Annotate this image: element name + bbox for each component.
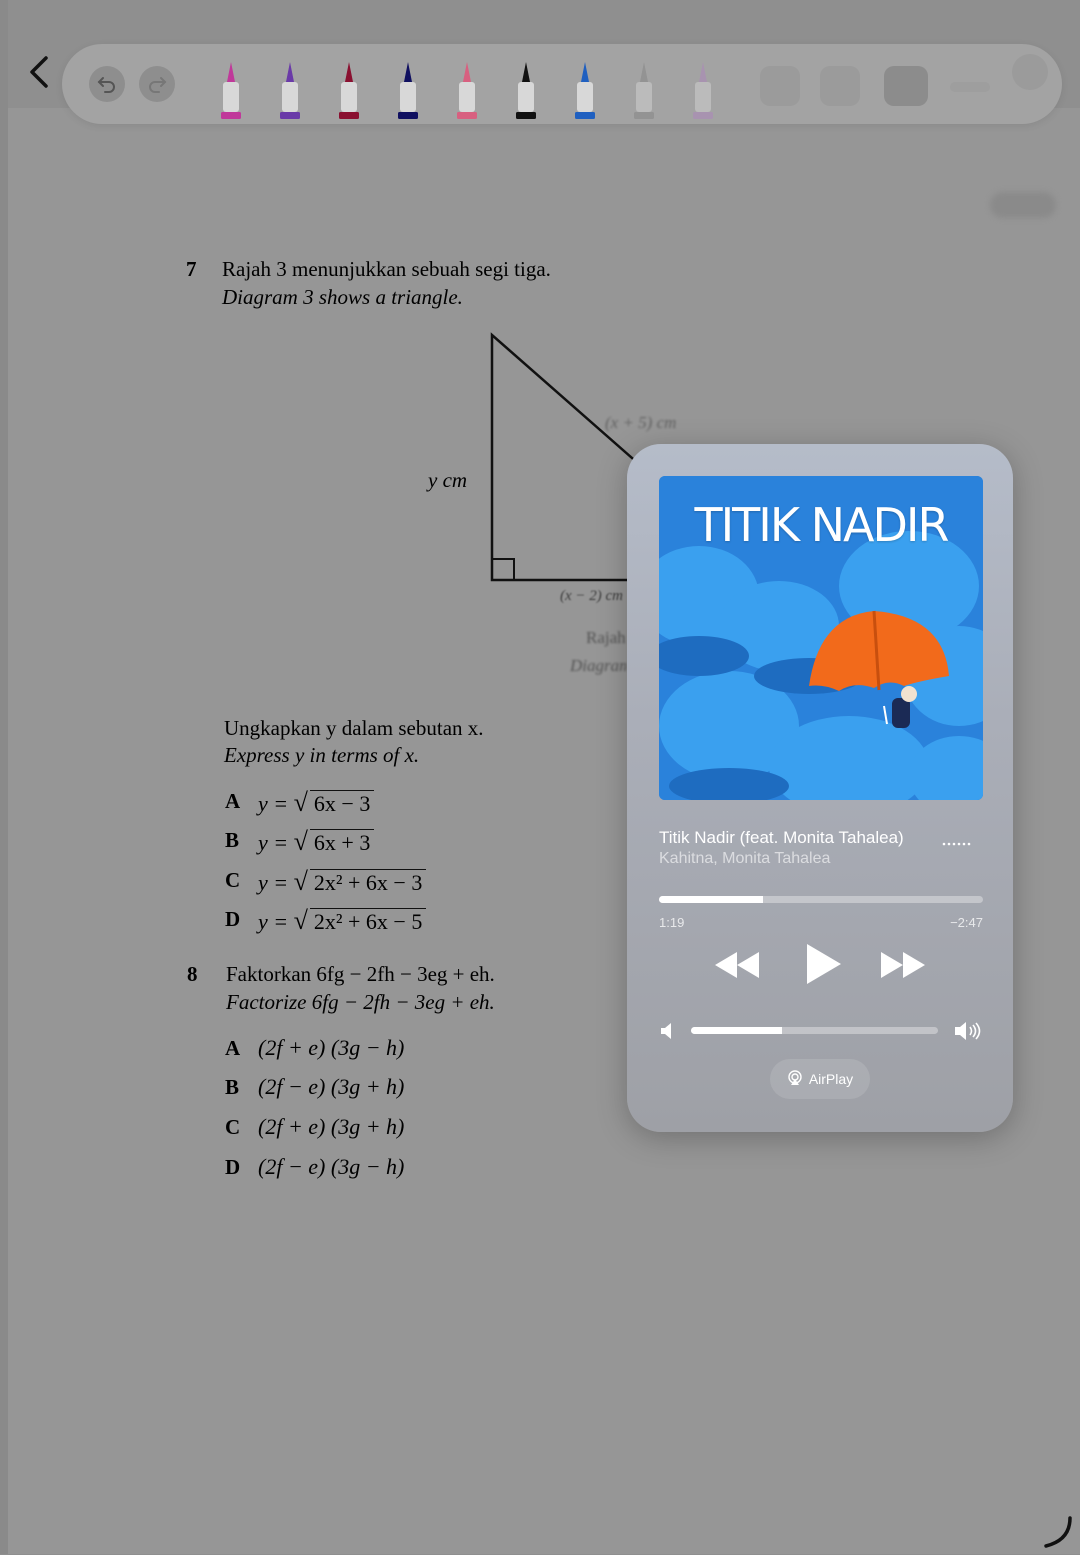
marker-black-icon[interactable] <box>513 60 539 122</box>
album-art[interactable]: TITIK NADIR <box>659 476 983 800</box>
prompt-english: Express y in terms of x. <box>224 743 420 767</box>
speaker-high-icon <box>953 1020 983 1047</box>
option-letter[interactable]: C <box>225 868 241 892</box>
option-letter[interactable]: A <box>225 789 241 813</box>
undo-icon[interactable] <box>89 66 125 102</box>
question-number: 8 <box>187 962 198 986</box>
highlighter-lilac-icon[interactable] <box>690 60 716 122</box>
playback-scrubber[interactable] <box>659 896 983 903</box>
option-letter[interactable]: B <box>225 1075 240 1099</box>
question-text-malay: Faktorkan 6fg − 2fh − 3eg + eh. <box>226 962 495 986</box>
airplay-icon <box>787 1069 803 1089</box>
option-letter[interactable]: D <box>225 907 241 931</box>
question-number: 7 <box>186 257 197 281</box>
option-expression: y = √2x² + 6x − 3 <box>258 867 427 897</box>
prompt-malay: Ungkapkan y dalam sebutan x. <box>224 716 484 740</box>
marker-blue-icon[interactable] <box>572 60 598 122</box>
elapsed-time: 1:19 <box>659 915 685 930</box>
track-artist: Kahitna, Monita Tahalea <box>659 850 831 867</box>
left-margin <box>0 0 8 1554</box>
airplay-button[interactable]: AirPlay <box>770 1059 870 1099</box>
option-expression: y = √6x + 3 <box>258 827 375 857</box>
remaining-time: −2:47 <box>950 915 983 930</box>
question-text-english: Factorize 6fg − 2fh − 3eg + eh. <box>226 990 495 1014</box>
page-indicator <box>990 192 1056 218</box>
pen-navy-icon[interactable] <box>395 60 421 122</box>
option-expression: (2f − e) (3g + h) <box>258 1074 405 1099</box>
option-letter[interactable]: B <box>225 828 240 852</box>
color-swatch[interactable] <box>950 82 990 92</box>
ruler-tool[interactable] <box>884 66 928 106</box>
more-dots-icon[interactable] <box>941 840 971 848</box>
playback-progress-fill <box>659 896 763 903</box>
option-expression: y = √6x − 3 <box>258 788 375 818</box>
volume-fill <box>691 1027 783 1034</box>
play-icon[interactable] <box>803 942 843 991</box>
now-playing-widget[interactable]: TITIK NADIR Titik Nadir (feat. Monita Ta… <box>627 444 1013 1132</box>
eraser-tool[interactable] <box>760 66 800 106</box>
volume-slider[interactable] <box>691 1027 938 1034</box>
side-label-y: y cm <box>428 468 468 492</box>
question-text-english: Diagram 3 shows a triangle. <box>222 285 463 309</box>
option-letter[interactable]: C <box>225 1115 241 1139</box>
triangle-diagram <box>490 332 640 582</box>
fast-forward-icon[interactable] <box>879 948 927 987</box>
pen-purple-icon[interactable] <box>277 60 303 122</box>
question-text-malay: Rajah 3 menunjukkan sebuah segi tiga. <box>222 257 551 281</box>
track-title: Titik Nadir (feat. Monita Tahalea) <box>659 828 904 847</box>
side-label-base: (x − 2) cm <box>560 588 624 604</box>
pencil-gray-icon[interactable] <box>631 60 657 122</box>
more-tools-icon[interactable] <box>1012 54 1048 90</box>
fountain-pen-icon[interactable] <box>218 60 244 122</box>
option-letter[interactable]: A <box>225 1036 241 1060</box>
side-label-hypotenuse: (x + 5) cm <box>605 413 677 432</box>
option-expression: (2f + e) (3g + h) <box>258 1114 405 1139</box>
option-expression: (2f + e) (3g − h) <box>258 1035 405 1060</box>
pen-pink-icon[interactable] <box>454 60 480 122</box>
page-curl-icon[interactable] <box>1040 1514 1076 1550</box>
album-art-title: TITIK NADIR <box>694 498 950 552</box>
option-expression: (2f − e) (3g − h) <box>258 1154 405 1179</box>
chevron-left-icon[interactable] <box>24 52 58 92</box>
diagram-caption-malay: Rajah 3 <box>586 628 626 647</box>
speaker-low-icon <box>659 1022 675 1045</box>
rewind-icon[interactable] <box>713 948 761 987</box>
option-expression: y = √2x² + 6x − 5 <box>258 906 427 936</box>
lasso-tool[interactable] <box>820 66 860 106</box>
option-letter[interactable]: D <box>225 1155 241 1179</box>
redo-icon[interactable] <box>139 66 175 102</box>
diagram-caption-english: Diagram 3 <box>570 656 626 675</box>
airplay-label: AirPlay <box>808 1071 854 1087</box>
pen-maroon-icon[interactable] <box>336 60 362 122</box>
